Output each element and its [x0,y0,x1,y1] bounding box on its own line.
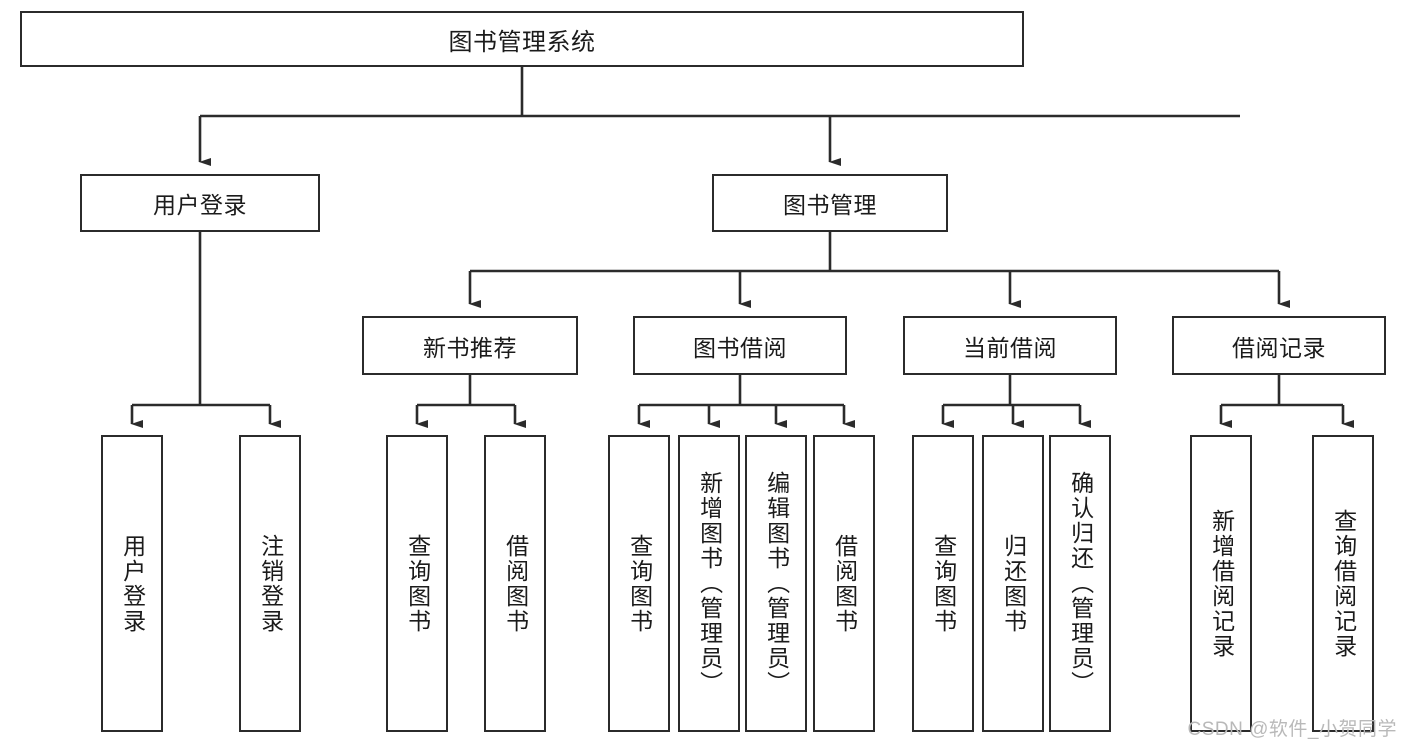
node-borrow-record[interactable]: 借阅记录 [1172,316,1386,375]
leaf-query-book-recommend[interactable]: 查询图书 [386,435,448,732]
leaf-logout-login-label: 注销登录 [257,533,284,634]
leaf-logout-login[interactable]: 注销登录 [239,435,301,732]
leaf-user-login[interactable]: 用户登录 [101,435,163,732]
leaf-return-book-label: 归还图书 [1000,533,1027,634]
leaf-edit-book-admin[interactable]: 编辑图书（管理员） [745,435,807,732]
leaf-query-borrow-record-label: 查询借阅记录 [1330,508,1357,659]
node-new-book-recommend[interactable]: 新书推荐 [362,316,578,375]
leaf-edit-book-admin-label: 编辑图书（管理员） [763,471,790,696]
leaf-query-borrow-record[interactable]: 查询借阅记录 [1312,435,1374,732]
node-user-login[interactable]: 用户登录 [80,174,320,232]
leaf-user-login-label: 用户登录 [119,533,146,634]
leaf-query-book-recommend-label: 查询图书 [404,533,431,634]
leaf-query-book-borrow-label: 查询图书 [626,533,653,634]
leaf-add-book-admin-label: 新增图书（管理员） [696,471,723,696]
node-current-borrow-label: 当前借阅 [963,334,1057,361]
leaf-query-book-current[interactable]: 查询图书 [912,435,974,732]
leaf-return-book[interactable]: 归还图书 [982,435,1044,732]
leaf-add-borrow-record[interactable]: 新增借阅记录 [1190,435,1252,732]
watermark: CSDN @软件_小贺同学 [1187,719,1397,740]
node-book-borrow-label: 图书借阅 [693,334,787,361]
leaf-borrow-book-recommend-label: 借阅图书 [502,533,529,634]
node-current-borrow[interactable]: 当前借阅 [903,316,1117,375]
leaf-borrow-book[interactable]: 借阅图书 [813,435,875,732]
node-new-book-recommend-label: 新书推荐 [423,334,517,361]
leaf-borrow-book-recommend[interactable]: 借阅图书 [484,435,546,732]
leaf-query-book-current-label: 查询图书 [930,533,957,634]
leaf-add-book-admin[interactable]: 新增图书（管理员） [678,435,740,732]
leaf-borrow-book-label: 借阅图书 [831,533,858,634]
node-borrow-record-label: 借阅记录 [1232,334,1326,361]
leaf-add-borrow-record-label: 新增借阅记录 [1208,508,1235,659]
leaf-confirm-return-admin-label: 确认归还（管理员） [1067,471,1094,696]
node-root[interactable]: 图书管理系统 [20,11,1024,67]
leaf-confirm-return-admin[interactable]: 确认归还（管理员） [1049,435,1111,732]
leaf-query-book-borrow[interactable]: 查询图书 [608,435,670,732]
node-book-management[interactable]: 图书管理 [712,174,948,232]
node-book-borrow[interactable]: 图书借阅 [633,316,847,375]
node-root-label: 图书管理系统 [448,28,596,56]
node-user-login-label: 用户登录 [153,192,247,218]
node-book-management-label: 图书管理 [783,192,877,218]
